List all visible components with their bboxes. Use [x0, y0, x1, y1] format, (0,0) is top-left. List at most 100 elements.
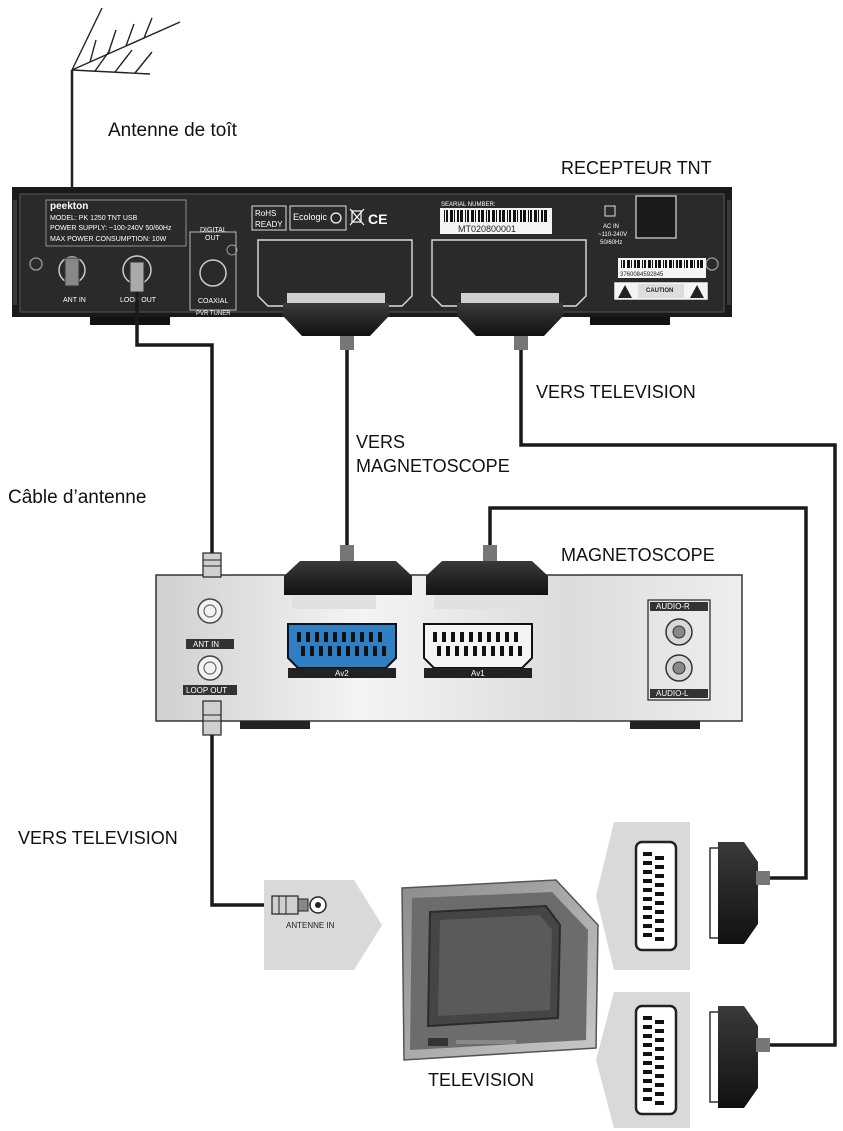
- scart-pin: [464, 646, 468, 656]
- barcode-bar: [690, 260, 693, 268]
- scart-pin: [442, 632, 446, 642]
- scart-pin: [643, 1097, 652, 1101]
- scart-pin: [655, 1092, 664, 1096]
- vcr-rear-panel: ANT IN LOOP OUT Av2 Av1 AUDIO-R AUDIO-L: [155, 574, 743, 729]
- ecologic-text: Ecologic: [293, 212, 328, 222]
- av2-label: Av2: [335, 669, 349, 678]
- barcode-bar: [509, 210, 511, 222]
- scart-pin: [437, 646, 441, 656]
- scart-pin: [655, 910, 664, 914]
- scart-pin: [643, 1043, 652, 1047]
- scart-pin: [643, 915, 652, 919]
- barcode-bar: [621, 260, 622, 268]
- ac-in-voltage: ~110-240V: [598, 232, 627, 238]
- scart-pin: [315, 632, 319, 642]
- scart-pin: [473, 646, 477, 656]
- scart-pin: [643, 852, 652, 856]
- scart-pin: [369, 632, 373, 642]
- power-socket: [635, 195, 677, 239]
- scart-pin: [451, 632, 455, 642]
- barcode-bar: [655, 260, 657, 268]
- scart-pin: [655, 901, 664, 905]
- caution-text: CAUTION: [646, 288, 673, 294]
- antenne-in-label: ANTENNE IN: [286, 921, 335, 930]
- scart-pin: [655, 883, 664, 887]
- barcode-bar: [488, 210, 490, 222]
- cables: [135, 312, 837, 1047]
- brand-logo: peekton: [50, 201, 88, 212]
- scart-pin: [346, 646, 350, 656]
- barcode-bar: [467, 210, 469, 222]
- serial-barcode: [444, 210, 547, 222]
- scart-pin: [337, 646, 341, 656]
- scart-pin: [655, 892, 664, 896]
- scart-pin: [342, 632, 346, 642]
- rcv-scart-1: [257, 239, 413, 307]
- scart-pin: [360, 632, 364, 642]
- scart-pin: [491, 646, 495, 656]
- barcode-bar: [496, 210, 497, 222]
- barcode-bar: [528, 210, 529, 222]
- warning-triangle-icon: [690, 285, 704, 298]
- barcode-bar: [676, 260, 678, 268]
- barcode-bar: [697, 260, 699, 268]
- scart-pin: [378, 632, 382, 642]
- serial-number: MT020800001: [458, 224, 516, 234]
- scart-pin: [643, 1079, 652, 1083]
- consumption-text: MAX POWER CONSUMPTION: 10W: [50, 236, 167, 243]
- label-to-vcr-2: MAGNETOSCOPE: [356, 456, 510, 476]
- scart-pin: [509, 646, 513, 656]
- scart-pin: [643, 1025, 652, 1029]
- scart-pin: [643, 1052, 652, 1056]
- barcode-bar: [642, 260, 643, 268]
- scart-pin: [297, 632, 301, 642]
- label-television: TELEVISION: [428, 1070, 534, 1090]
- barcode-bar: [444, 210, 445, 222]
- scart-pin: [500, 646, 504, 656]
- scart-pin: [655, 874, 664, 878]
- scart-pin: [301, 646, 305, 656]
- scart-pin: [643, 1034, 652, 1038]
- warning-triangle-icon: [618, 285, 632, 298]
- ean-number: 3760084592845: [620, 272, 664, 278]
- scart-pin: [355, 646, 359, 656]
- power-text: POWER SUPPLY: ~100-240V 50/60Hz: [50, 225, 172, 232]
- antenna-plug-icon: [64, 257, 145, 312]
- scart-pin: [446, 646, 450, 656]
- barcode-bar: [478, 210, 480, 222]
- barcode-bar: [530, 210, 532, 222]
- label-to-vcr-1: VERS: [356, 432, 405, 452]
- scart-pin: [655, 1056, 664, 1060]
- barcode-bar: [534, 210, 537, 222]
- scart-pin: [469, 632, 473, 642]
- rohs-ready-text: READY: [255, 220, 283, 229]
- barcode-bar: [499, 210, 501, 222]
- barcode-bar: [648, 260, 651, 268]
- tv-antenna-plug-icon: [271, 895, 327, 915]
- barcode-bar: [658, 260, 661, 268]
- television-icon: [401, 879, 599, 1061]
- scart-pin: [460, 632, 464, 642]
- barcode-bar: [450, 210, 453, 222]
- barcode-bar: [541, 210, 543, 222]
- scart-pin: [643, 924, 652, 928]
- vcr-ant-in-label: ANT IN: [193, 640, 219, 649]
- label-to-tv-1: VERS TELEVISION: [536, 382, 696, 402]
- ac-in-freq: 50/60Hz: [600, 240, 622, 246]
- scart-pin: [655, 865, 664, 869]
- barcode-bar: [446, 210, 448, 222]
- scart-pin: [319, 646, 323, 656]
- scart-pin: [364, 646, 368, 656]
- coaxial-label: COAXIAL: [198, 298, 228, 305]
- barcode-bar: [684, 260, 685, 268]
- scart-pin: [373, 646, 377, 656]
- barcode-bar: [637, 260, 640, 268]
- scart-pin: [310, 646, 314, 656]
- label-to-tv-2: VERS TELEVISION: [18, 828, 178, 848]
- scart-pin: [655, 1029, 664, 1033]
- barcode-bar: [502, 210, 505, 222]
- ac-in-label: AC IN: [603, 224, 619, 230]
- scart-pin: [382, 646, 386, 656]
- scart-pin: [487, 632, 491, 642]
- weee-bin-icon: [349, 208, 365, 226]
